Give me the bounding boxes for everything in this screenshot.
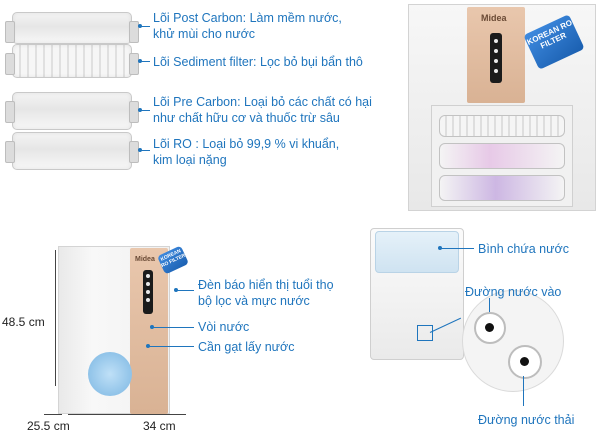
badge-text: KOREAN RO FILTER: [525, 18, 574, 51]
front-panel: Midea: [467, 7, 525, 103]
filter-sediment: [5, 44, 139, 78]
inlet-port: [474, 312, 506, 344]
width-dimension-label: 34 cm: [143, 419, 176, 433]
tap-label: Vòi nước: [198, 320, 250, 334]
purifier-open-view: Midea KOREAN RO FILTER: [408, 4, 596, 211]
inlet-line: [489, 298, 490, 312]
front-panel-small: Midea: [130, 248, 168, 414]
inlet-label: Đường nước vào: [465, 285, 562, 299]
filter-post-carbon: [5, 12, 139, 44]
connector-line: [140, 26, 150, 27]
internal-filter-1: [439, 115, 565, 137]
tank-line: [440, 248, 474, 249]
indicator-strip: [490, 33, 502, 83]
filter-desc-line: Lõi Post Carbon: Làm mềm nước,: [153, 11, 342, 25]
width-dimension-line: [68, 414, 186, 415]
label-line: bộ lọc và mực nước: [198, 294, 310, 308]
lever-label: Cần gạt lấy nước: [198, 340, 295, 354]
connector-line: [140, 61, 150, 62]
brand-logo-small: Midea: [135, 256, 155, 263]
indicator-line: [176, 290, 194, 291]
filter-ro-desc: Lõi RO : Loại bỏ 99,9 % vi khuẩn, kim lo…: [153, 136, 339, 168]
purifier-rear-view: [370, 228, 464, 360]
label-line: Đèn báo hiển thị tuổi thọ: [198, 278, 334, 292]
depth-dimension-line: [44, 414, 62, 415]
height-dimension-label: 48.5 cm: [2, 315, 45, 329]
filter-pre-carbon-desc: Lõi Pre Carbon: Loại bỏ các chất có hại …: [153, 94, 372, 126]
filter-desc-line: kim loại nặng: [153, 153, 227, 167]
water-tank: [375, 231, 459, 273]
internal-filter-2: [439, 143, 565, 169]
tank-label: Bình chứa nước: [478, 242, 569, 256]
depth-dimension-label: 25.5 cm: [27, 419, 70, 433]
waste-line: [523, 376, 524, 406]
filter-sediment-desc: Lõi Sediment filter: Lọc bỏ bụi bẩn thô: [153, 54, 363, 70]
filter-desc-line: Lõi RO : Loại bỏ 99,9 % vi khuẩn,: [153, 137, 340, 151]
connector-line: [140, 110, 150, 111]
filter-desc-line: Lõi Sediment filter: Lọc bỏ bụi bẩn thô: [153, 55, 363, 69]
internal-filter-3: [439, 175, 565, 201]
lever-line: [148, 346, 194, 347]
waste-label: Đường nước thải: [478, 413, 575, 427]
filter-desc-line: khử mùi cho nước: [153, 27, 256, 41]
filter-pre-carbon: [5, 92, 139, 130]
ports-zoom-detail: [462, 290, 564, 392]
rear-port-box: [417, 325, 433, 341]
indicator-strip-small: [143, 270, 153, 314]
korean-ro-badge: KOREAN RO FILTER: [523, 14, 585, 70]
connector-line: [140, 150, 150, 151]
filter-desc-line: Lõi Pre Carbon: Loại bỏ các chất có hại: [153, 95, 372, 109]
height-dimension-line: [55, 250, 56, 386]
filter-desc-line: như chất hữu cơ và thuốc trừ sâu: [153, 111, 340, 125]
indicator-label: Đèn báo hiển thị tuổi thọ bộ lọc và mực …: [198, 277, 334, 309]
brand-logo: Midea: [481, 13, 507, 23]
tap-line: [152, 327, 194, 328]
tank-dot: [438, 246, 442, 250]
filter-ro: [5, 132, 139, 170]
filter-post-carbon-desc: Lõi Post Carbon: Làm mềm nước, khử mùi c…: [153, 10, 342, 42]
waste-port: [508, 345, 542, 379]
promo-sticker: [88, 352, 132, 396]
